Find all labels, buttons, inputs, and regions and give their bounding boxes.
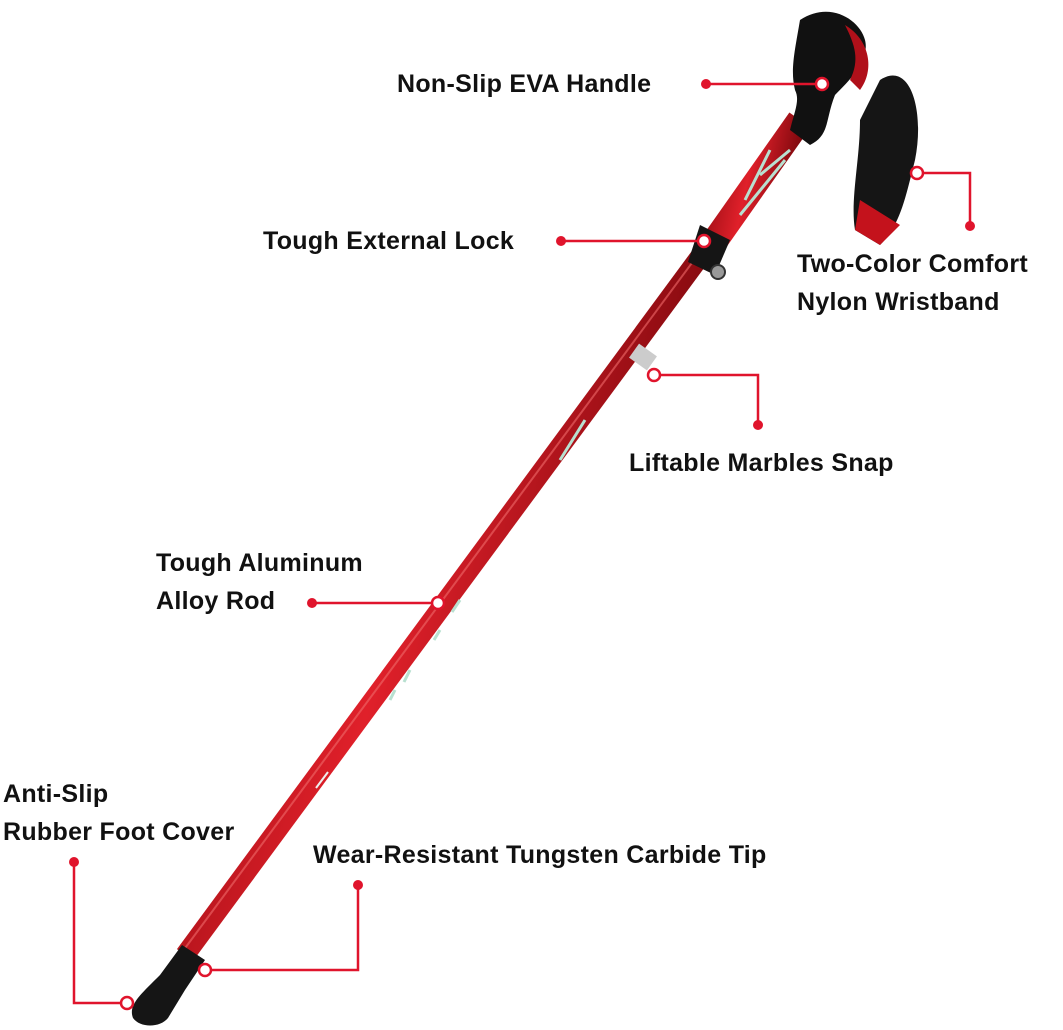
label-line: Liftable Marbles Snap [629, 449, 894, 477]
leader-dots [69, 79, 975, 890]
leader-rings [119, 76, 925, 1011]
label-line: Two-Color Comfort [797, 250, 1028, 278]
label-line: Anti-Slip [3, 780, 109, 808]
label-line: Tough Aluminum [156, 549, 363, 577]
label-line: Alloy Rod [156, 587, 276, 615]
label-line: Rubber Foot Cover [3, 818, 235, 846]
eva-handle [790, 11, 866, 145]
label-line: Non-Slip EVA Handle [397, 70, 652, 98]
marble-snap [629, 343, 657, 371]
label-line: Wear-Resistant Tungsten Carbide Tip [313, 841, 767, 869]
label-tip: Wear-Resistant Tungsten Carbide Tip [313, 836, 767, 874]
label-line: Tough External Lock [263, 227, 515, 255]
label-handle: Non-Slip EVA Handle [397, 65, 651, 103]
label-snap: Liftable Marbles Snap [629, 444, 894, 482]
label-lock: Tough External Lock [263, 222, 514, 260]
label-line: Nylon Wristband [797, 288, 1000, 316]
upper-shaft [701, 112, 811, 253]
rubber-foot [131, 945, 205, 1026]
leader-lines [72, 82, 972, 1005]
wristband [853, 75, 919, 245]
